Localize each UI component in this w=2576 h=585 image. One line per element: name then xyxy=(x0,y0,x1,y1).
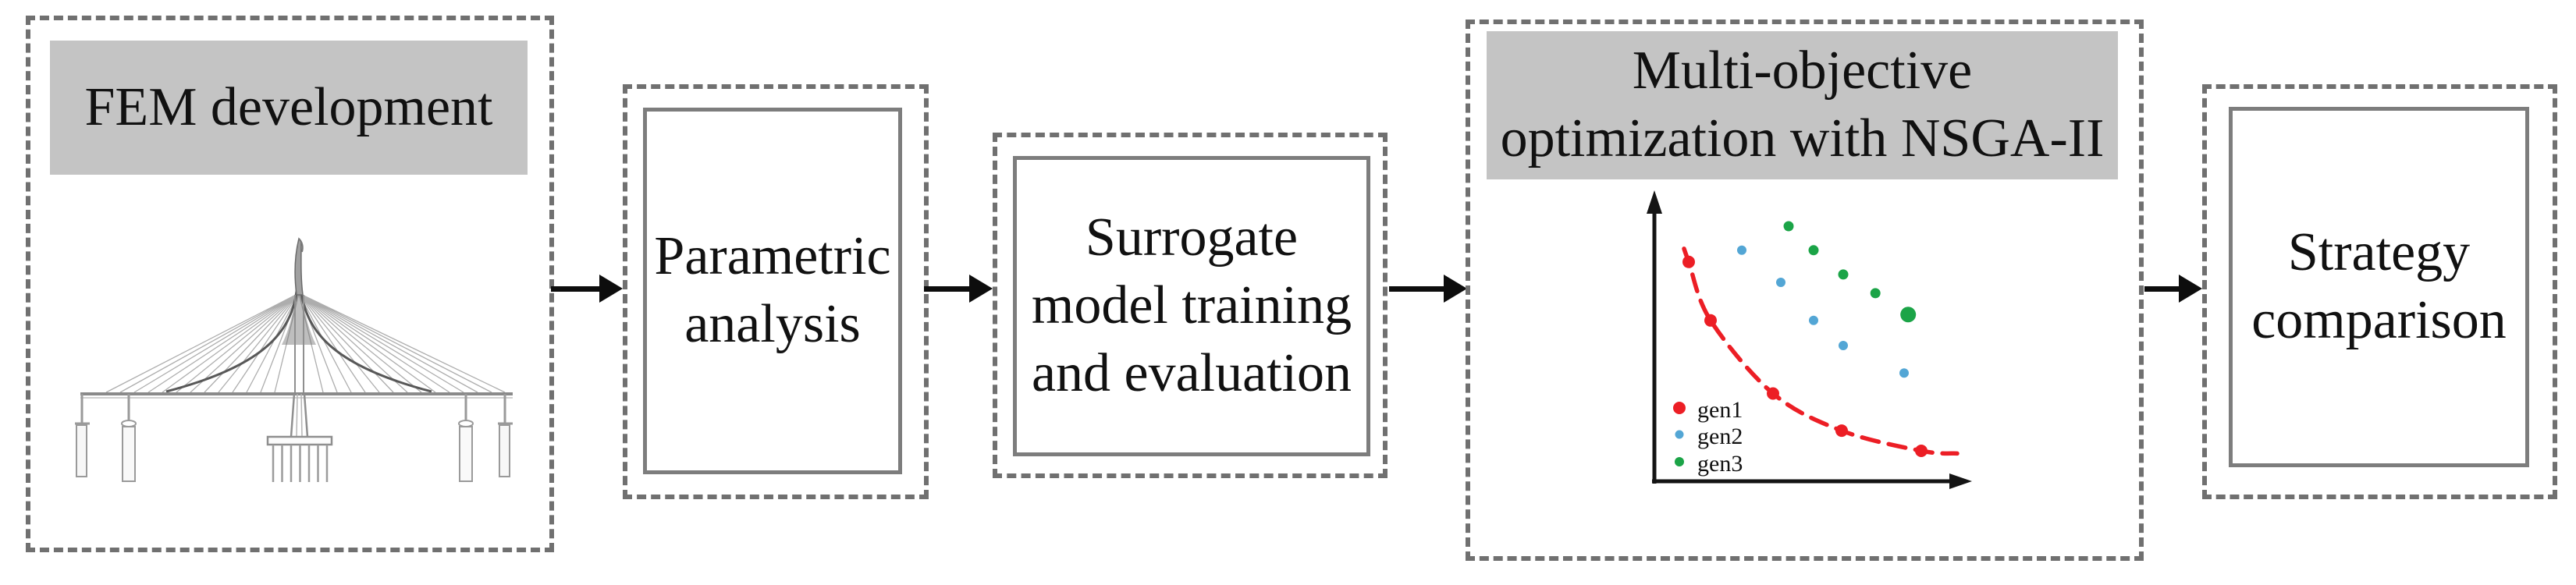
scatter-point-gen3 xyxy=(1870,288,1881,299)
bridge-cables xyxy=(105,292,506,393)
flow-arrow-4 xyxy=(2144,275,2202,303)
step-box-surrogate-model: Surrogate model training and evaluation xyxy=(993,133,1387,478)
step-frame-parametric-analysis: Parametric analysis xyxy=(643,108,902,474)
scatter-point-gen3 xyxy=(1838,269,1849,280)
step-label-surrogate-model: Surrogate model training and evaluation xyxy=(1031,207,1352,403)
pareto-scatter-chart: gen1 gen2 gen3 xyxy=(1647,190,1972,489)
bridge-tower-legs-inner xyxy=(296,393,303,438)
legend-dot-gen3 xyxy=(1675,457,1684,466)
scatter-point-gen2 xyxy=(1776,278,1785,287)
flow-arrow-1 xyxy=(551,275,623,303)
step-box-moo-nsga2: Multi-objective optimization with NSGA-I… xyxy=(1466,20,2144,561)
scatter-point-gen1 xyxy=(1915,445,1928,457)
bridge-pier-right-cap xyxy=(458,420,474,427)
arrow-head-icon xyxy=(1444,275,1467,303)
bridge-piles xyxy=(272,445,329,482)
scatter-point-gen3 xyxy=(1808,245,1819,256)
bridge-footing-right-end xyxy=(499,424,510,477)
bridge-footing-right xyxy=(459,426,473,482)
step-title-text: Multi-objective optimization with NSGA-I… xyxy=(1500,41,2105,168)
bridge-pile-cap xyxy=(266,435,333,446)
legend-dot-gen1 xyxy=(1673,402,1686,414)
bridge-footing-left-end xyxy=(76,424,87,477)
scatter-point-gen2 xyxy=(1839,341,1848,350)
cable-stayed-bridge-illustration xyxy=(75,237,513,482)
scatter-point-gen2 xyxy=(1737,245,1746,255)
bridge-pylon-shade xyxy=(282,282,316,345)
step-box-parametric-analysis: Parametric analysis xyxy=(623,84,929,499)
scatter-point-gen3 xyxy=(1900,307,1917,323)
bridge-pier-left-end xyxy=(75,394,90,425)
pareto-front-curve xyxy=(1682,246,1960,456)
step-frame-surrogate-model: Surrogate model training and evaluation xyxy=(1013,156,1370,456)
chart-legend: gen1 gen2 gen3 xyxy=(1673,397,1743,477)
arrow-shaft xyxy=(2144,286,2182,292)
arrow-head-icon xyxy=(599,275,623,303)
scatter-point-gen1 xyxy=(1767,387,1779,400)
legend-label-gen2: gen2 xyxy=(1697,424,1743,449)
bridge-pier-left-cap xyxy=(121,420,137,427)
scatter-point-gen3 xyxy=(1783,221,1794,232)
step-box-fem-development: FEM development xyxy=(26,16,554,552)
arrow-shaft xyxy=(924,286,972,292)
scatter-point-gen1 xyxy=(1682,255,1695,268)
scatter-point-gen2 xyxy=(1809,315,1818,325)
flow-arrow-3 xyxy=(1389,275,1467,303)
scatter-point-gen1 xyxy=(1704,314,1717,327)
scatter-point-gen2 xyxy=(1899,368,1909,378)
step-title-moo-nsga2: Multi-objective optimization with NSGA-I… xyxy=(1487,31,2118,179)
x-axis-arrow-icon xyxy=(1949,473,1972,489)
bridge-pier-right-end xyxy=(498,394,513,425)
bridge-mast xyxy=(294,295,304,392)
arrow-head-icon xyxy=(969,275,993,303)
scatter-point-gen1 xyxy=(1835,424,1848,438)
step-box-strategy-comparison: Strategy comparison xyxy=(2202,84,2557,499)
arrow-shaft xyxy=(551,286,602,292)
bridge-spire xyxy=(294,237,304,296)
bridge-tower-legs xyxy=(290,393,309,438)
step-label-strategy-comparison: Strategy comparison xyxy=(2251,222,2507,350)
legend-dot-gen2 xyxy=(1675,430,1684,439)
arrow-shaft xyxy=(1389,286,1447,292)
y-axis-arrow-icon xyxy=(1647,190,1662,214)
step-label-parametric-analysis: Parametric analysis xyxy=(654,226,891,354)
step-frame-strategy-comparison: Strategy comparison xyxy=(2229,107,2529,467)
scatter-points xyxy=(1682,221,1928,457)
bridge-spire-tip xyxy=(298,238,304,253)
bridge-footing-left xyxy=(122,426,136,482)
arrow-head-icon xyxy=(2179,275,2202,303)
step-title-fem-development: FEM development xyxy=(50,41,528,175)
step-title-text: FEM development xyxy=(84,76,493,137)
legend-label-gen3: gen3 xyxy=(1697,451,1743,477)
flow-arrow-2 xyxy=(924,275,993,303)
legend-label-gen1: gen1 xyxy=(1697,397,1743,423)
